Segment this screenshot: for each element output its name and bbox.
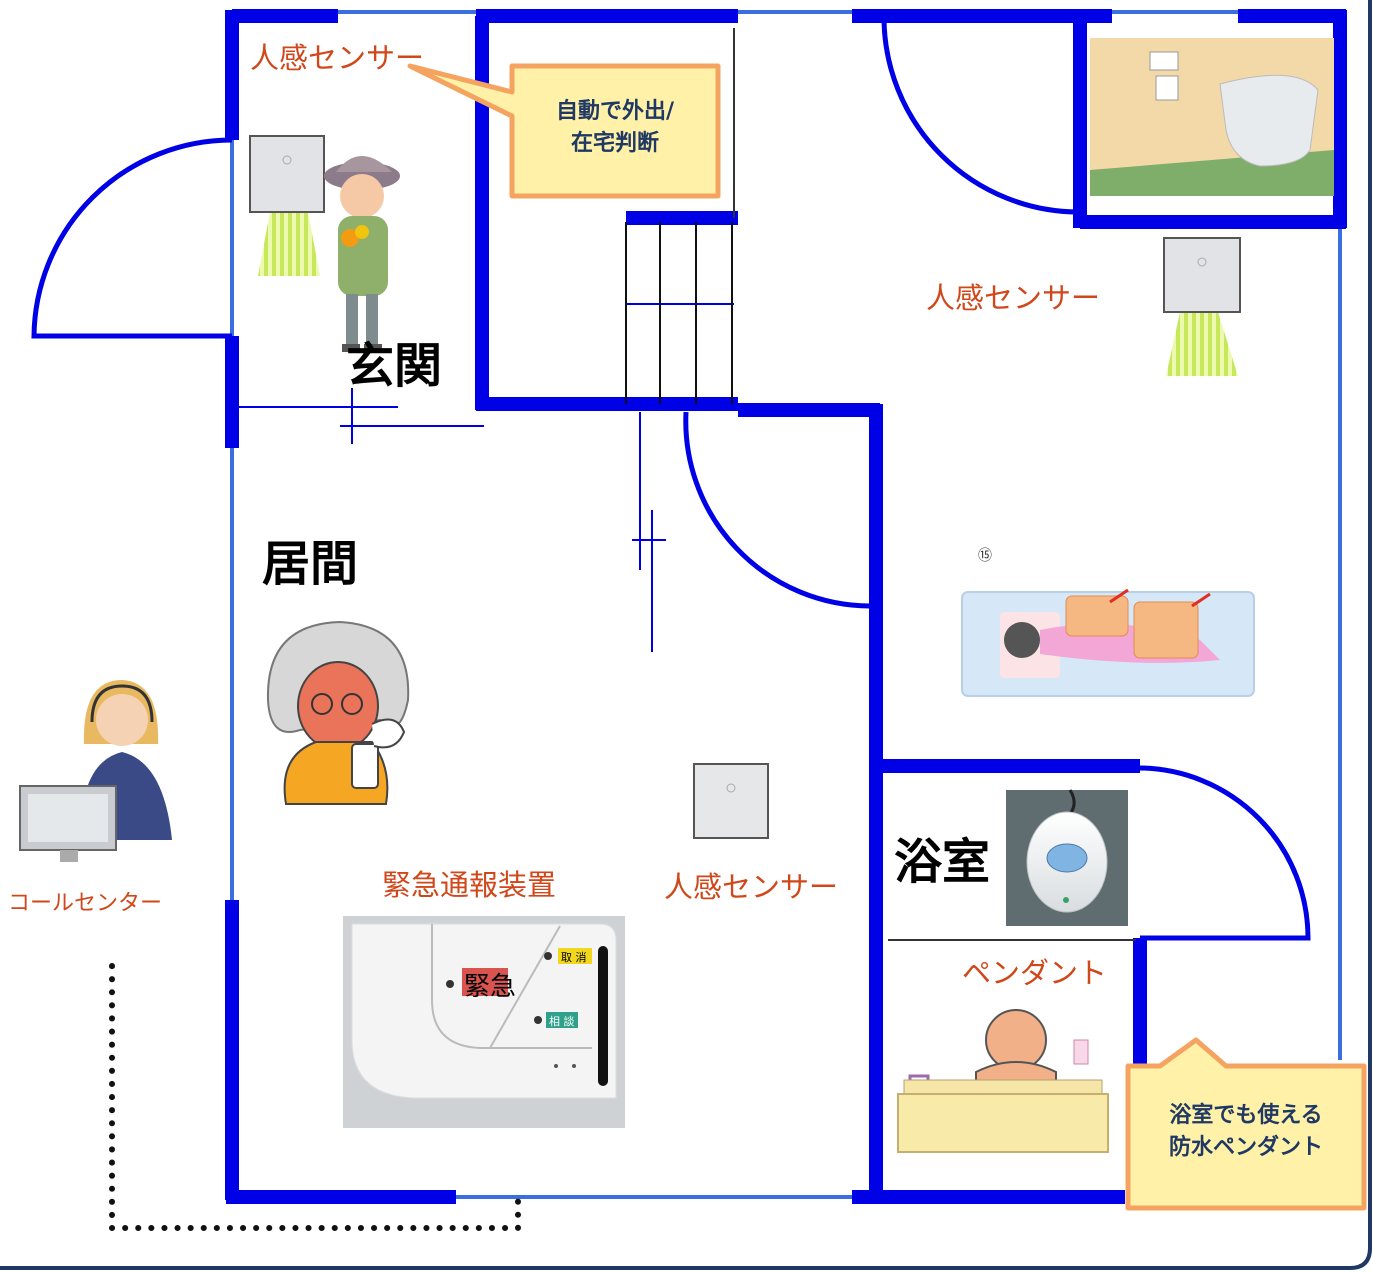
callout-waterproof-text: 浴室でも使える 防水ペンダント — [1128, 1100, 1364, 1164]
sensor-label-hall: 人感センサー — [926, 281, 1101, 315]
callout-auto-detect-text: 自動で外出/ 在宅判断 — [512, 96, 718, 160]
motion-sensor-icon — [1163, 237, 1241, 376]
floor-lines — [238, 28, 735, 652]
room-label-entrance: 玄関 — [346, 338, 443, 394]
motion-sensor-icon — [249, 135, 325, 276]
bed-icon: ⑮ — [961, 548, 1255, 697]
elderly-woman-icon — [266, 620, 410, 805]
callout-line: 防水ペンダント — [1168, 1135, 1323, 1160]
callout-waterproof — [1125, 1037, 1367, 1211]
callout-line: 自動で外出/ — [555, 99, 675, 124]
operator-icon — [19, 680, 172, 862]
sensor-label-living: 人感センサー — [664, 870, 839, 904]
consult-button-label: 相 談 — [549, 1015, 575, 1028]
pendant-icon — [1006, 789, 1128, 926]
emergency-device — [343, 916, 625, 1128]
room-label-bathroom: 浴室 — [894, 834, 991, 890]
pendant-label: ペンダント — [962, 956, 1108, 990]
sensor-label-entrance: 人感センサー — [250, 41, 425, 75]
callout-line: 在宅判断 — [570, 131, 659, 156]
walls — [225, 9, 1347, 1204]
emergency-device-label: 緊急通報装置 — [382, 868, 557, 902]
cancel-button-label: 取 消 — [561, 951, 587, 964]
emergency-button-label: 緊急 — [464, 972, 517, 1002]
doors — [31, 17, 1311, 941]
callout-auto-detect — [407, 63, 721, 199]
elderly-woman-icon — [324, 156, 400, 352]
toilet-icon — [1090, 38, 1334, 196]
motion-sensor-icon — [693, 763, 769, 839]
svg-text:⑮: ⑮ — [978, 548, 992, 564]
room-label-living: 居間 — [262, 536, 359, 592]
call-center-label: コールセンター — [8, 891, 163, 916]
bathing-man-icon — [884, 1008, 1132, 1168]
callout-line: 浴室でも使える — [1169, 1103, 1323, 1128]
call-line — [109, 963, 521, 1231]
